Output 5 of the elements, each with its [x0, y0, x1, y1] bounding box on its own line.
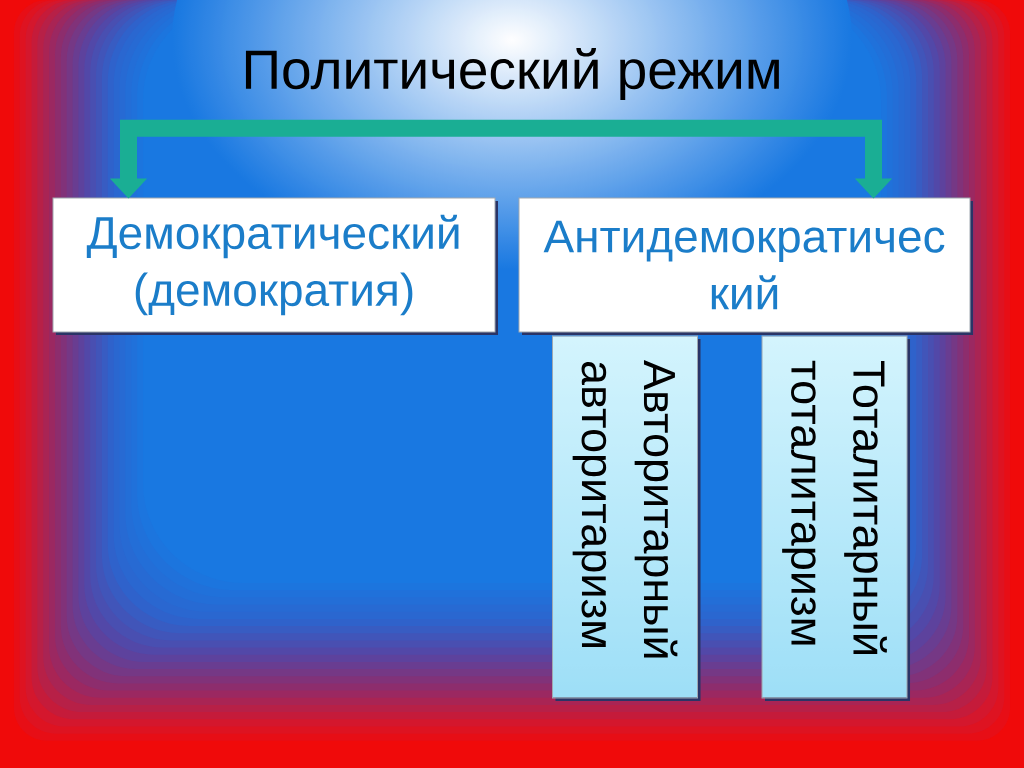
- vertical-text-box: Тоталитарный тоталитаризм: [761, 335, 910, 701]
- text-box: Демократический (демократия): [52, 197, 498, 335]
- vertical-text-box: Авторитарный авторитаризм: [552, 335, 701, 701]
- text-box: Антидемократичес кий: [518, 197, 973, 335]
- title: Политический режим: [245, 47, 779, 101]
